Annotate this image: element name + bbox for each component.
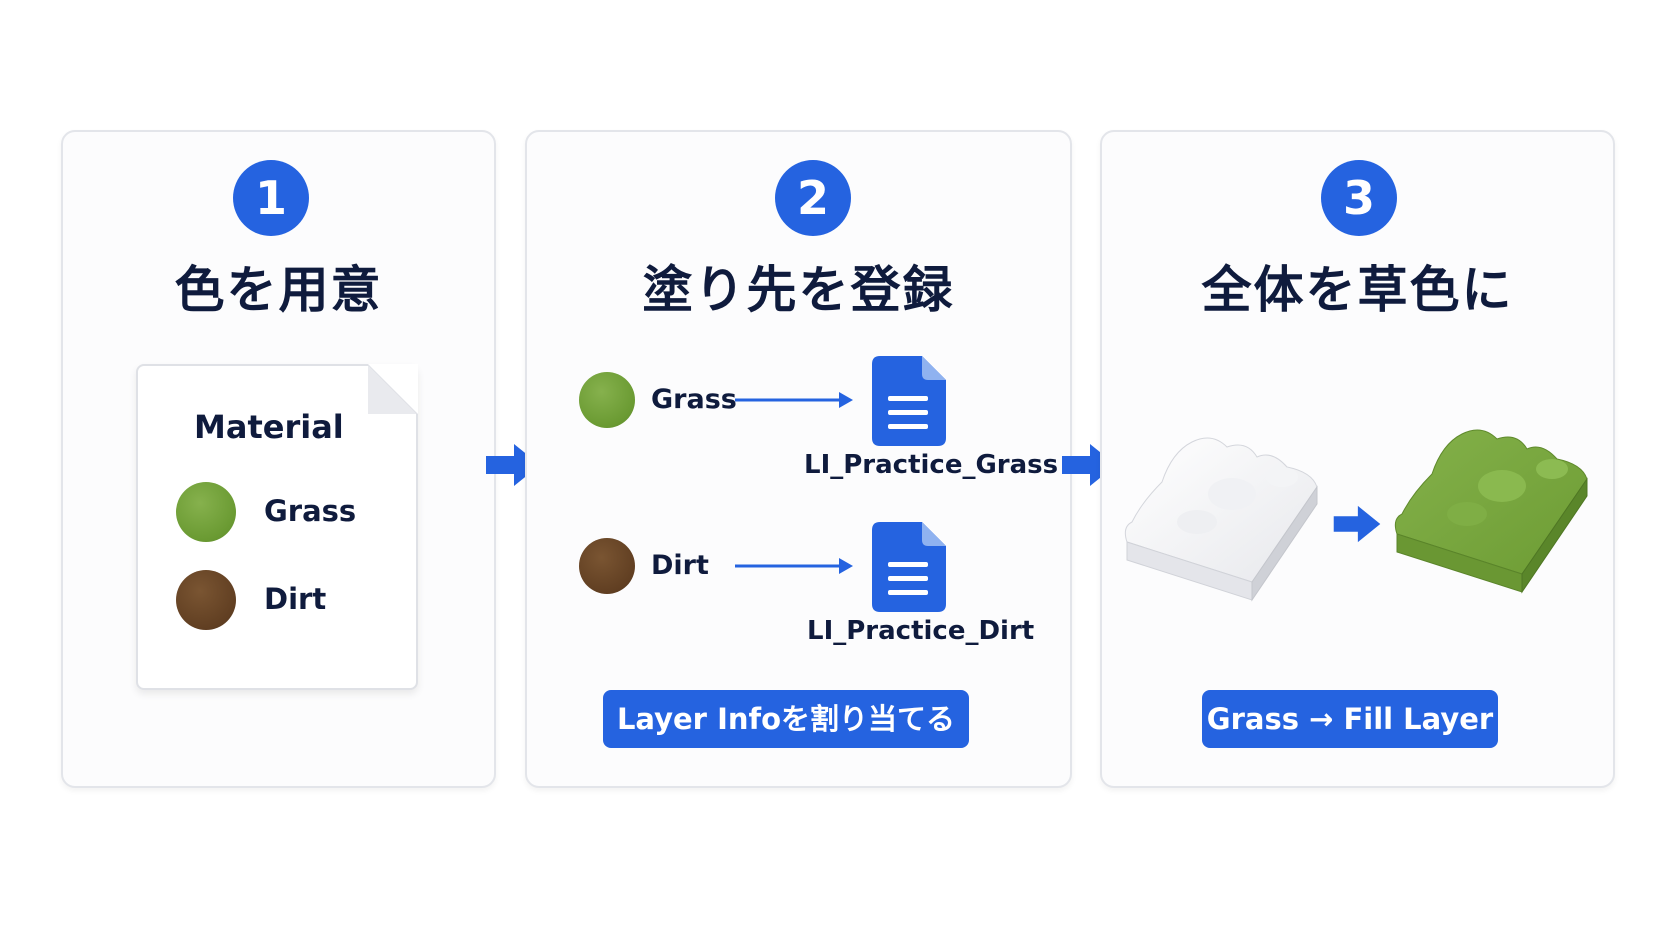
document-icon bbox=[872, 522, 946, 612]
dirt-swatch-small bbox=[579, 538, 635, 594]
dirt-row-label: Dirt bbox=[651, 550, 709, 581]
terrain-white-icon bbox=[1124, 437, 1318, 602]
step-2-number: 2 bbox=[775, 160, 851, 236]
grass-swatch-small bbox=[579, 372, 635, 428]
arrow-right-icon bbox=[735, 558, 853, 574]
step-3-title: 全体を草色に bbox=[1201, 261, 1514, 319]
material-title: Material bbox=[194, 408, 344, 446]
step-3-panel: 3 全体を草色に Grass → Fill Layer bbox=[1100, 130, 1615, 788]
dirt-label: Dirt bbox=[264, 582, 327, 616]
material-card: Material Grass Dirt bbox=[136, 364, 418, 690]
grass-row-label: Grass bbox=[651, 384, 737, 415]
step-2-panel: 2 塗り先を登録 Grass LI_Practice_Grass Dirt LI… bbox=[525, 130, 1072, 788]
assign-layer-info-button[interactable]: Layer Infoを割り当てる bbox=[603, 690, 969, 748]
arrow-right-icon bbox=[735, 392, 853, 408]
step-1-panel: 1 色を用意 Material Grass Dirt bbox=[61, 130, 496, 788]
grass-layer-info-name: LI_Practice_Grass bbox=[804, 450, 1059, 480]
arrow-right-icon bbox=[1333, 505, 1381, 543]
dirt-swatch bbox=[176, 570, 236, 630]
step-2-title: 塗り先を登録 bbox=[642, 261, 955, 319]
step-1-title: 色を用意 bbox=[174, 261, 383, 319]
terrain-grass-icon bbox=[1394, 429, 1588, 594]
fill-layer-button[interactable]: Grass → Fill Layer bbox=[1202, 690, 1498, 748]
page-fold-icon bbox=[368, 364, 418, 414]
dirt-layer-info-name: LI_Practice_Dirt bbox=[807, 616, 1035, 646]
document-icon bbox=[872, 356, 946, 446]
grass-swatch bbox=[176, 482, 236, 542]
step-1-number: 1 bbox=[233, 160, 309, 236]
grass-label: Grass bbox=[264, 494, 357, 528]
step-3-number: 3 bbox=[1321, 160, 1397, 236]
